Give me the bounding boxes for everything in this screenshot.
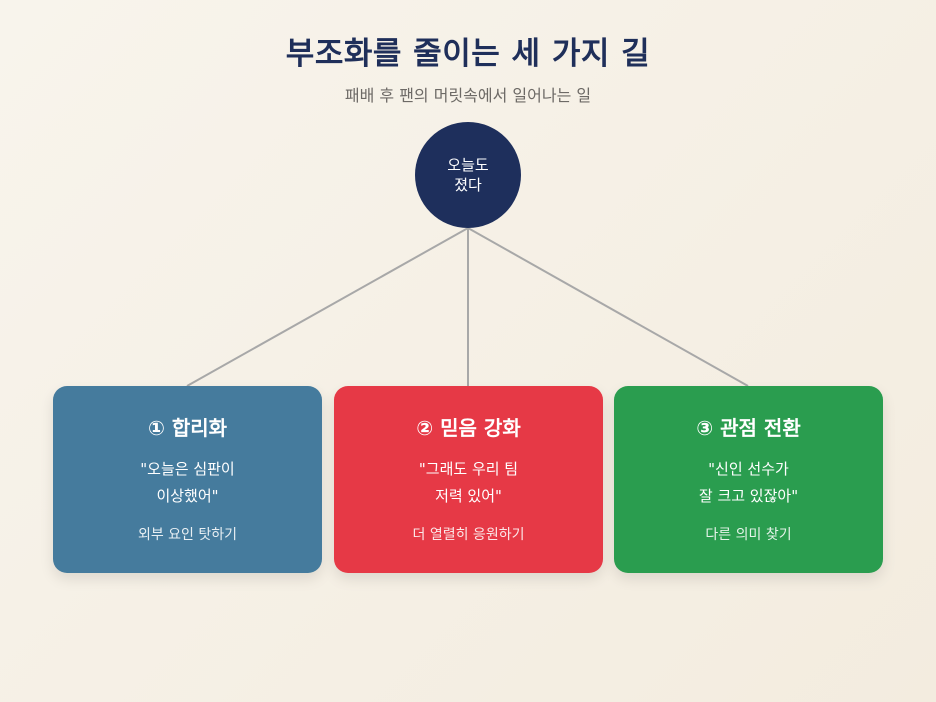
card-quote: "그래도 우리 팀 저력 있어" [334,456,603,510]
card-quote-line-2: 잘 크고 있잖아" [698,487,799,505]
card-title: ② 믿음 강화 [416,416,521,440]
card-quote-line-1: "그래도 우리 팀 [418,460,519,478]
card-quote-line-2: 저력 있어" [435,487,502,505]
center-node-line-2: 졌다 [454,176,482,194]
card-rationalization: ① 합리화 "오늘은 심판이 이상했어" 외부 요인 탓하기 [53,386,322,573]
card-quote-line-1: "신인 선수가 [708,460,789,478]
connector-line-left [186,227,469,387]
card-quote: "오늘은 심판이 이상했어" [53,456,322,510]
connector-line-right [467,227,749,387]
card-title: ① 합리화 [147,416,228,440]
page-subtitle: 패배 후 팬의 머릿속에서 일어나는 일 [344,86,592,105]
card-note: 외부 요인 탓하기 [137,527,238,543]
center-node-line-1: 오늘도 [447,156,489,174]
center-node: 오늘도 졌다 [415,122,521,228]
card-note: 다른 의미 찾기 [705,527,792,543]
card-perspective-shift: ③ 관점 전환 "신인 선수가 잘 크고 있잖아" 다른 의미 찾기 [614,386,883,573]
card-title: ③ 관점 전환 [696,416,801,440]
page-title: 부조화를 줄이는 세 가지 길 [285,36,651,72]
card-quote: "신인 선수가 잘 크고 있잖아" [614,456,883,510]
card-belief-reinforcement: ② 믿음 강화 "그래도 우리 팀 저력 있어" 더 열렬히 응원하기 [334,386,603,573]
card-quote-line-2: 이상했어" [156,487,219,505]
card-note: 더 열렬히 응원하기 [412,527,525,543]
card-quote-line-1: "오늘은 심판이 [140,460,235,478]
